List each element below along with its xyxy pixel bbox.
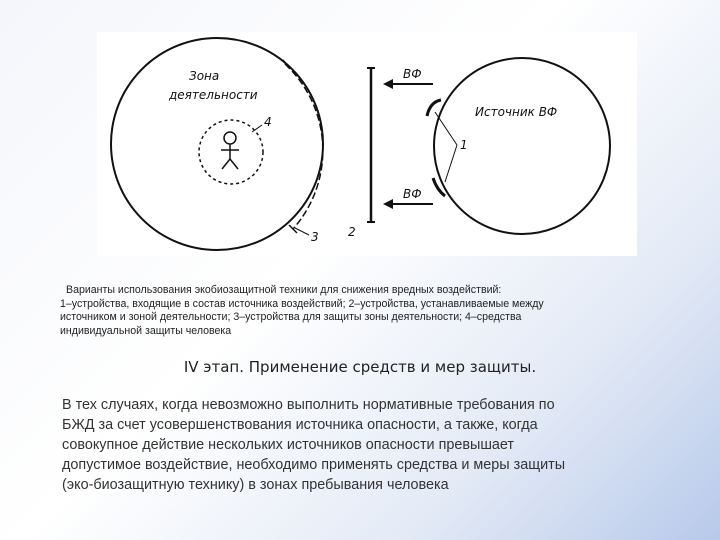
body-paragraph: В тех случаях, когда невозможно выполнит…: [62, 395, 652, 495]
zone-label-line1: Зона: [189, 69, 219, 83]
body-line: В тех случаях, когда невозможно выполнит…: [62, 397, 555, 413]
caption-line: Варианты использования экобиозащитной те…: [66, 284, 502, 296]
protection-diagram: 4 Зона деятельности 3 2 ВФ ВФ Источник В…: [97, 32, 637, 256]
body-line: совокупное действие нескольких источнико…: [62, 437, 515, 453]
pointer-3: [294, 227, 310, 236]
source-circle: [433, 57, 611, 235]
label-2: 2: [348, 225, 356, 239]
diagram-svg: 4 Зона деятельности 3 2 ВФ ВФ Источник В…: [110, 37, 611, 251]
section-heading: IV этап. Применение средств и мер защиты…: [183, 358, 537, 376]
body-line: (эко-биозащитную технику) в зонах пребыв…: [62, 477, 449, 493]
zone-label-line2: деятельности: [168, 88, 258, 102]
figure-caption: Варианты использования экобиозащитной те…: [60, 284, 620, 338]
label-4: 4: [264, 115, 272, 129]
vf-label-bottom: ВФ: [403, 187, 422, 201]
source-device-bottom: [431, 177, 446, 198]
zone-protection-arc: [284, 63, 324, 230]
source-device-top: [425, 98, 442, 117]
label-1: 1: [460, 138, 468, 152]
person-icon: [221, 131, 239, 170]
body-line: БЖД за счет усовершенствования источника…: [62, 417, 538, 433]
caption-line: источником и зоной деятельности; 3–устро…: [60, 311, 522, 323]
caption-line: 1–устройства, входящие в состав источник…: [60, 297, 544, 310]
vf-label-top: ВФ: [403, 67, 422, 81]
body-line: допустимое воздействие, необходимо приме…: [62, 457, 566, 473]
caption-line: индивидуальной защиты человека: [60, 324, 232, 337]
pointer-4: [251, 124, 263, 133]
source-label: Источник ВФ: [475, 105, 557, 119]
label-3: 3: [311, 230, 319, 244]
personal-protection-circle: [198, 119, 264, 185]
